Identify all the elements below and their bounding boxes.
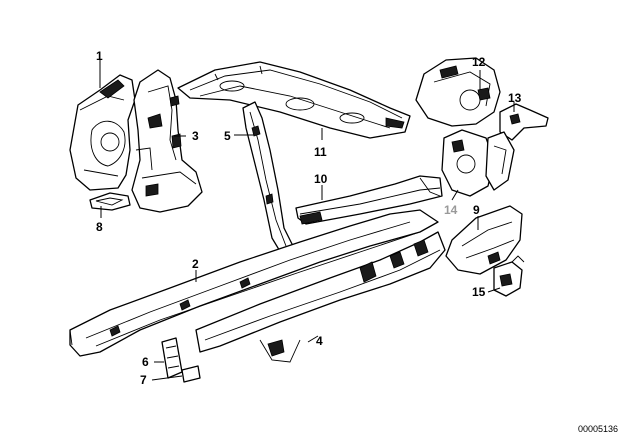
part-1-quarter-panel-inner <box>69 74 136 191</box>
part-3-pillar-reinforcement <box>131 69 203 213</box>
label-5: 5 <box>224 129 231 143</box>
label-1: 1 <box>96 49 103 63</box>
part-15-bracket <box>493 255 525 297</box>
part-4-outer-rocker <box>195 231 446 363</box>
label-4: 4 <box>316 334 323 348</box>
part-11-roof-frame <box>177 61 411 139</box>
label-6: 6 <box>142 355 149 369</box>
diagram-reference-number: 00005136 <box>578 424 618 434</box>
part-2-side-sill <box>69 209 439 357</box>
label-13: 13 <box>508 91 522 105</box>
label-15: 15 <box>472 285 486 299</box>
part-7-clip <box>181 365 201 383</box>
label-8: 8 <box>96 220 103 234</box>
part-13-bracket <box>499 103 549 141</box>
label-10: 10 <box>314 172 328 186</box>
label-11: 11 <box>314 145 327 159</box>
label-7: 7 <box>140 373 147 387</box>
part-5-b-pillar-upper <box>242 101 297 259</box>
part-8-bracket <box>89 192 131 211</box>
label-12: 12 <box>472 55 486 69</box>
label-3: 3 <box>192 129 199 143</box>
leader-lines <box>99 60 515 381</box>
part-12-wheelhouse-upper <box>415 57 501 127</box>
part-9-sill-end <box>445 205 523 275</box>
part-14-wheelhouse-lower <box>441 129 515 197</box>
callout-labels: 1 2 3 4 5 6 7 8 9 10 11 12 13 14 15 0000… <box>96 49 618 434</box>
part-10-rocker-strip <box>295 175 443 225</box>
label-14: 14 <box>444 203 458 217</box>
part-6-small-plate <box>161 337 183 379</box>
label-9: 9 <box>473 203 480 217</box>
label-2: 2 <box>192 257 199 271</box>
